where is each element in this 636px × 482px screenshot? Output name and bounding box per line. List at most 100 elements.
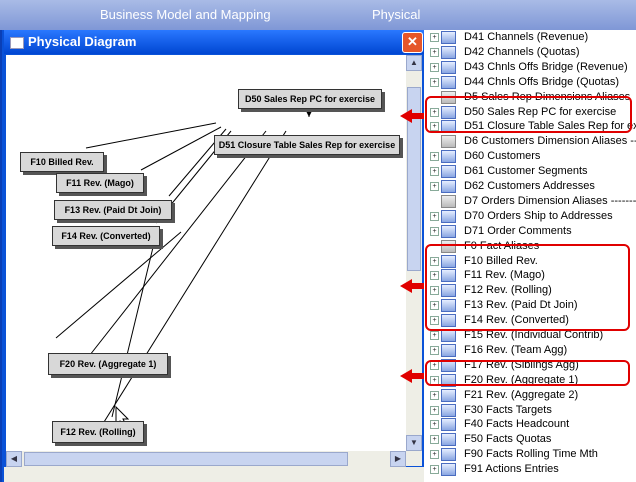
tree-item[interactable]: +F90 Facts Rolling Time Mth <box>424 447 636 462</box>
highlight-f20 <box>425 360 630 386</box>
expand-icon[interactable]: + <box>430 286 439 296</box>
tree-item-label: F91 Actions Entries <box>464 463 559 476</box>
expand-icon[interactable]: + <box>430 271 439 281</box>
tree-item[interactable]: + F40 Facts Headcount <box>424 417 636 432</box>
table-f13[interactable]: F13 Rev. (Paid Dt Join) <box>54 200 172 220</box>
table-f10[interactable]: F10 Billed Rev. <box>20 152 104 172</box>
tree-item[interactable]: D6 Customers Dimension Aliases --- <box>424 134 636 149</box>
tree-item-label: F50 Facts Quotas <box>464 433 552 446</box>
tree-item[interactable]: +F10 Billed Rev. <box>424 254 636 269</box>
alias-folder-icon <box>441 135 456 149</box>
tree-item[interactable]: +F16 Rev. (Team Agg) <box>424 343 636 358</box>
expand-icon[interactable]: + <box>430 345 439 355</box>
tab-business-model-and-mapping[interactable]: Business Model and Mapping <box>100 7 271 22</box>
window-title-bar[interactable]: Physical Diagram ✕ <box>4 30 424 54</box>
expand-icon[interactable]: + <box>430 316 439 326</box>
horizontal-scrollbar[interactable]: ◀ ▶ <box>6 451 406 467</box>
tree-item-label: F13 Rev. (Paid Dt Join) <box>464 299 578 312</box>
tree-item[interactable]: + F21 Rev. (Aggregate 2) <box>424 388 636 403</box>
table-f20[interactable]: F20 Rev. (Aggregate 1) <box>48 353 168 375</box>
tree-item-label: D61 Customer Segments <box>464 165 588 178</box>
expand-icon[interactable]: + <box>430 182 439 191</box>
tree-item[interactable]: +D62 Customers Addresses <box>424 179 636 194</box>
expand-icon[interactable]: + <box>430 211 439 221</box>
expand-icon[interactable]: + <box>430 390 439 400</box>
table-d51[interactable]: D51 Closure Table Sales Rep for exercise <box>214 135 400 155</box>
table-icon <box>441 180 456 193</box>
window-icon <box>10 37 24 49</box>
expand-icon[interactable]: + <box>430 167 439 177</box>
vertical-scroll-thumb[interactable] <box>407 87 421 271</box>
expand-icon[interactable]: + <box>430 405 439 415</box>
expand-icon[interactable]: + <box>430 122 439 132</box>
highlight-f10-f14 <box>425 244 630 331</box>
expand-icon[interactable]: + <box>430 331 439 340</box>
tree-item-label: F21 Rev. (Aggregate 2) <box>464 388 579 401</box>
tree-item[interactable]: +D43 Chnls Offs Bridge (Revenue) <box>424 60 636 75</box>
tree-item[interactable]: D7 Orders Dimension Aliases -------- <box>424 194 636 209</box>
expand-icon[interactable]: + <box>430 256 439 266</box>
arrow-left-icon <box>400 369 424 383</box>
scroll-down-icon[interactable]: ▼ <box>406 435 422 451</box>
vertical-scrollbar[interactable]: ▲ ▼ <box>406 55 422 466</box>
tree-item[interactable]: +D70 Orders Ship to Addresses <box>424 209 636 224</box>
tree-item[interactable]: + D60 Customers <box>424 149 636 164</box>
table-d50[interactable]: D50 Sales Rep PC for exercise <box>238 89 382 109</box>
alias-folder-icon <box>441 239 456 253</box>
tree-item[interactable]: + D50 Sales Rep PC for exercise <box>424 105 636 120</box>
expand-icon[interactable]: + <box>430 226 439 236</box>
table-icon <box>441 373 456 387</box>
table-icon <box>441 224 456 238</box>
expand-icon[interactable]: + <box>430 107 439 117</box>
diagram-canvas[interactable]: D50 Sales Rep PC for exercise D51 Closur… <box>6 55 406 451</box>
expand-icon[interactable]: + <box>430 465 439 475</box>
tree-item[interactable]: +F15 Rev. (Individual Contrib) <box>424 328 636 343</box>
table-icon <box>441 418 456 432</box>
tree-item[interactable]: +D71 Order Comments <box>424 224 636 239</box>
expand-icon[interactable]: + <box>430 152 439 162</box>
tree-item[interactable]: + D61 Customer Segments <box>424 164 636 179</box>
scroll-left-icon[interactable]: ◀ <box>6 451 22 467</box>
table-f12[interactable]: F12 Rev. (Rolling) <box>52 421 144 443</box>
expand-icon[interactable]: + <box>430 77 439 87</box>
tree-item[interactable]: + F50 Facts Quotas <box>424 432 636 447</box>
tree-item[interactable]: + F13 Rev. (Paid Dt Join) <box>424 298 636 313</box>
tree-item-label: D60 Customers <box>464 150 541 163</box>
close-button[interactable]: ✕ <box>402 32 423 53</box>
tab-physical[interactable]: Physical <box>372 7 421 22</box>
tree-item[interactable]: +F11 Rev. (Mago) <box>424 268 636 283</box>
table-icon <box>441 403 456 417</box>
tree-item[interactable]: +D44 Chnls Offs Bridge (Quotas) <box>424 75 636 90</box>
tree-item[interactable]: +F14 Rev. (Converted) <box>424 313 636 328</box>
expand-icon[interactable]: + <box>430 450 439 460</box>
scroll-up-icon[interactable]: ▲ <box>406 55 422 71</box>
table-icon <box>441 314 456 328</box>
table-icon <box>441 343 456 357</box>
table-icon <box>441 165 456 179</box>
expand-icon[interactable]: + <box>430 435 439 445</box>
tree-item[interactable]: +F30 Facts Targets <box>424 403 636 418</box>
tree-item[interactable]: +D42 Channels (Quotas) <box>424 45 636 60</box>
physical-tree-panel[interactable]: +D41 Channels (Revenue)+D42 Channels (Qu… <box>424 30 636 482</box>
expand-icon[interactable]: + <box>430 301 439 311</box>
arrow-left-icon <box>400 279 424 293</box>
table-icon <box>441 75 456 89</box>
table-icon <box>441 388 456 402</box>
horizontal-scroll-thumb[interactable] <box>24 452 348 466</box>
tree-item-label: F40 Facts Headcount <box>464 418 570 431</box>
table-f11[interactable]: F11 Rev. (Mago) <box>56 173 144 193</box>
tree-item[interactable]: +D51 Closure Table Sales Rep for ex <box>424 119 636 134</box>
expand-icon[interactable]: + <box>430 420 439 430</box>
scroll-right-icon[interactable]: ▶ <box>390 451 406 467</box>
join-line-f11-d51 <box>140 126 222 171</box>
expand-icon[interactable]: + <box>430 47 439 57</box>
join-line-f20-d51 <box>85 130 267 361</box>
expand-icon[interactable]: + <box>430 33 439 42</box>
tree-item[interactable]: +F12 Rev. (Rolling) <box>424 283 636 298</box>
tree-item[interactable]: + F91 Actions Entries <box>424 462 636 477</box>
join-arrowhead <box>306 111 312 117</box>
tree-item-label: D50 Sales Rep PC for exercise <box>464 105 617 118</box>
table-f14[interactable]: F14 Rev. (Converted) <box>52 226 160 246</box>
tree-item[interactable]: +D41 Channels (Revenue) <box>424 30 636 45</box>
expand-icon[interactable]: + <box>430 62 439 72</box>
